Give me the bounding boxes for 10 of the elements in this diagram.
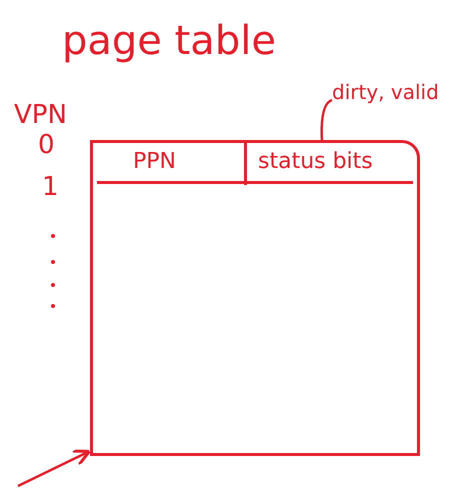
- diagram-title: page table: [62, 18, 276, 64]
- leader-line: [320, 98, 333, 142]
- arrow: [17, 450, 91, 488]
- column-header: PPN: [133, 149, 176, 174]
- column-header: status bits: [258, 149, 373, 174]
- row-label: VPN: [14, 100, 67, 130]
- row-label: 1: [42, 172, 59, 202]
- row-label: 0: [38, 130, 55, 160]
- table-outline: [90, 140, 420, 456]
- annotation-text: dirty, valid: [332, 80, 439, 104]
